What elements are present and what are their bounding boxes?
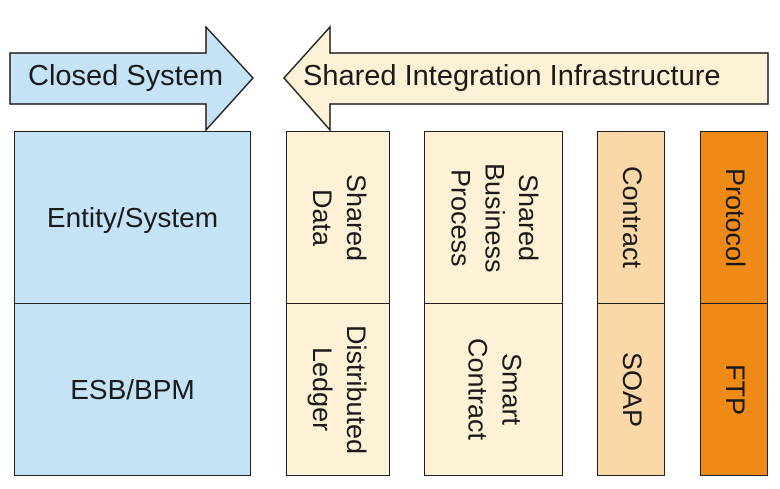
- shared-infrastructure-label: Shared Integration Infrastructure: [303, 60, 721, 92]
- esb-bpm-label: ESB/BPM: [70, 373, 195, 405]
- shared-business-process-box: Shared Business Process: [424, 131, 563, 304]
- soap-label: SOAP: [616, 351, 647, 428]
- shared-infrastructure-arrow: [282, 25, 769, 132]
- ftp-label: FTP: [719, 364, 750, 415]
- ftp-box: FTP: [700, 303, 768, 476]
- closed-system-label: Closed System: [28, 60, 224, 92]
- distributed-ledger-box: Distributed Ledger: [286, 303, 390, 476]
- shared-data-label: Shared Data: [307, 173, 371, 262]
- protocol-box: Protocol: [700, 131, 768, 304]
- shared-data-box: Shared Data: [286, 131, 390, 304]
- entity-system-box: Entity/System: [14, 131, 251, 304]
- smart-contract-label: Smart Contract: [462, 338, 527, 441]
- smart-contract-box: Smart Contract: [424, 303, 563, 476]
- closed-system-arrow: [9, 25, 255, 132]
- shared-business-process-label: Shared Business Process: [445, 162, 544, 273]
- arrows-layer: [9, 25, 769, 132]
- entity-system-label: Entity/System: [46, 201, 219, 233]
- contract-label: Contract: [616, 166, 647, 269]
- protocol-label: Protocol: [719, 167, 750, 268]
- distributed-ledger-label: Distributed Ledger: [307, 324, 371, 455]
- contract-box: Contract: [597, 131, 665, 304]
- esb-bpm-box: ESB/BPM: [14, 303, 251, 476]
- soap-box: SOAP: [597, 303, 665, 476]
